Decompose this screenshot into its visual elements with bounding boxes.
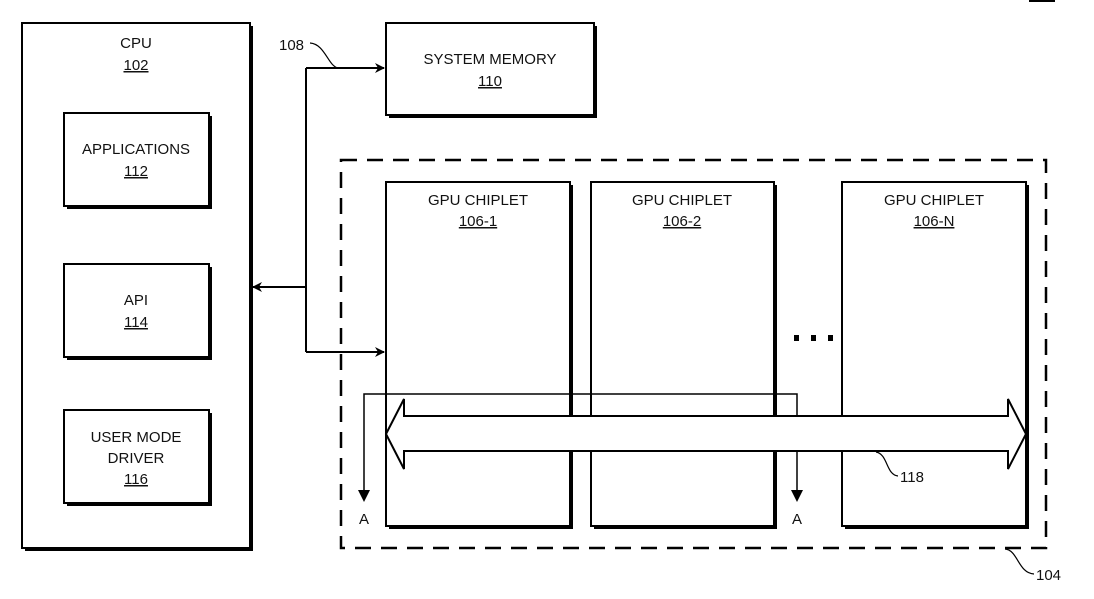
bus-108-leader	[309, 42, 339, 69]
chiplet-2-ref: 106-2	[663, 213, 701, 230]
section-marker-left: A	[359, 511, 369, 528]
cpu-title: CPU	[120, 35, 152, 52]
gpu-chiplet-2: GPU CHIPLET 106-2	[590, 181, 777, 529]
section-marker-right: A	[792, 511, 802, 528]
chiplet-1-title: GPU CHIPLET	[428, 192, 528, 209]
cpu-ref: 102	[123, 57, 148, 74]
umd-title-line1: USER MODE	[91, 429, 182, 446]
applications-title: APPLICATIONS	[82, 141, 190, 158]
api-block: API 114	[63, 263, 212, 360]
api-title: API	[124, 292, 148, 309]
crossbar-118	[384, 398, 1028, 470]
gpu-chiplet-n: GPU CHIPLET 106-N	[841, 181, 1029, 529]
applications-ref: 112	[124, 163, 148, 180]
user-mode-driver-block: USER MODE DRIVER 116	[63, 409, 212, 506]
crossbar-label: 118	[900, 469, 924, 486]
chiplet-n-ref: 106-N	[914, 213, 955, 230]
bus-108-label: 108	[279, 37, 304, 54]
umd-title-line2: DRIVER	[108, 450, 165, 467]
applications-block: APPLICATIONS 112	[63, 112, 212, 209]
gpu-group-label: 104	[1036, 567, 1061, 584]
gpu-chiplet-1: GPU CHIPLET 106-1	[385, 181, 573, 529]
chiplet-2-title: GPU CHIPLET	[632, 192, 732, 209]
bus-108: 108	[252, 37, 385, 357]
ellipsis-icon	[794, 335, 833, 341]
system-memory-title: SYSTEM MEMORY	[423, 51, 556, 68]
gpu-group-leader	[1004, 548, 1035, 575]
crossbar-leader	[875, 451, 899, 477]
system-memory-ref: 110	[478, 73, 502, 90]
umd-ref: 116	[124, 471, 148, 488]
chiplet-n-title: GPU CHIPLET	[884, 192, 984, 209]
gpu-group-104	[339, 158, 1048, 550]
api-ref: 114	[124, 314, 148, 331]
system-memory-block: SYSTEM MEMORY 110	[385, 22, 597, 118]
chiplet-1-ref: 106-1	[459, 213, 497, 230]
